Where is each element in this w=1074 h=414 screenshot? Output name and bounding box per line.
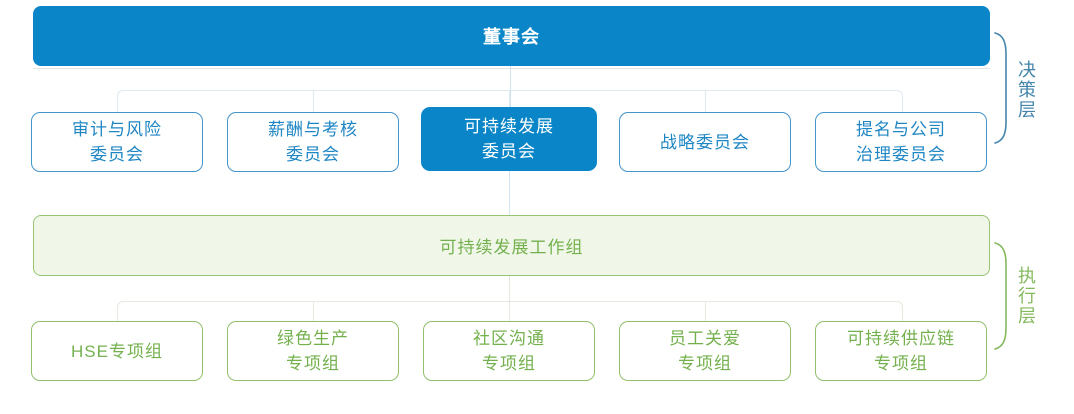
taskforce-label: 社区沟通 专项组 [473,329,545,373]
committee-label: 可持续发展 委员会 [464,117,554,161]
node-taskforce-hse: HSE专项组 [31,321,203,381]
committee-label: 薪酬与考核 委员会 [268,120,358,164]
node-committee-audit-risk: 审计与风险 委员会 [31,112,203,172]
connector-board-to-committees [510,66,511,108]
node-committee-remuneration: 薪酬与考核 委员会 [227,112,399,172]
node-taskforce-green-production: 绿色生产 专项组 [227,321,399,381]
node-taskforce-sustainable-supply-chain: 可持续供应链 专项组 [815,321,987,381]
node-committee-nomination-governance: 提名与公司 治理委员会 [815,112,987,172]
node-committee-strategy: 战略委员会 [619,112,791,172]
connector-stub [509,301,510,321]
committee-label: 提名与公司 治理委员会 [856,120,946,164]
node-taskforce-employee-care: 员工关爱 专项组 [619,321,791,381]
decision-layer-bracket-icon [994,32,1007,144]
node-board: 董事会 [33,6,990,66]
taskforce-label: HSE专项组 [71,341,163,361]
connector-stub [313,301,314,321]
node-taskforce-community: 社区沟通 专项组 [423,321,595,381]
workgroup-label: 可持续发展工作组 [439,238,584,257]
taskforce-label: 可持续供应链 专项组 [847,329,955,373]
connector-committee-to-workgroup [509,171,510,215]
connector-stub [509,90,510,112]
divider-under-board [33,68,990,69]
connector-stub [705,301,706,321]
connector-stub [313,90,314,112]
node-workgroup: 可持续发展工作组 [33,215,990,276]
taskforce-label: 员工关爱 专项组 [669,329,741,373]
connector-workgroup-to-taskforces [509,276,510,302]
connector-rail-taskforces [117,301,903,322]
node-committee-sustainability: 可持续发展 委员会 [421,107,597,171]
decision-layer-label: 决策层 [1016,60,1036,120]
execution-layer-label: 执行层 [1016,266,1036,326]
connector-stub [705,90,706,112]
committee-label: 战略委员会 [660,132,750,152]
board-label: 董事会 [483,27,540,47]
taskforce-label: 绿色生产 专项组 [277,329,349,373]
committee-label: 审计与风险 委员会 [72,120,162,164]
execution-layer-bracket-icon [994,242,1007,350]
